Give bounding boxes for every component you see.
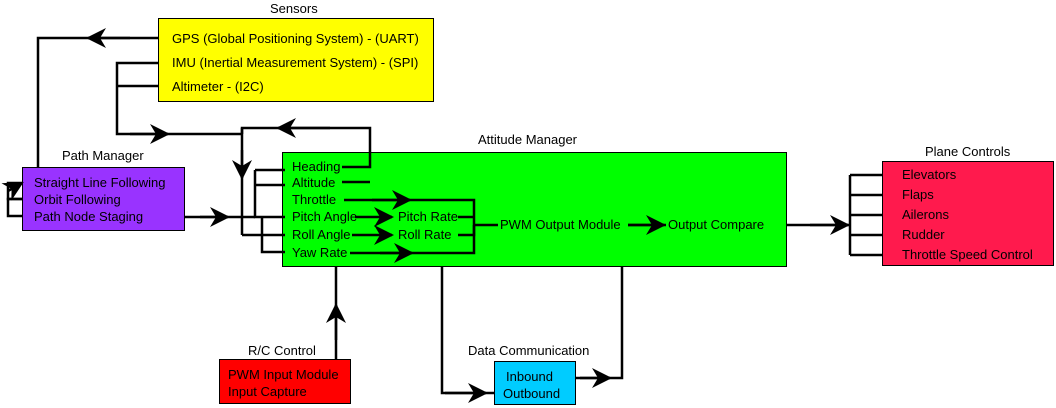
pitch-rate-label: Pitch Rate — [398, 209, 458, 224]
path-orbit: Orbit Following — [34, 192, 121, 207]
control-elevators: Elevators — [902, 167, 957, 182]
attitude-to-datacomm-line — [440, 267, 494, 395]
data-communication-title: Data Communication — [468, 343, 590, 358]
datacomm-to-attitude-line — [576, 267, 624, 380]
attitude-manager-block — [282, 152, 787, 267]
datacomm-outbound: Outbound — [503, 386, 561, 401]
rc-control-title: R/C Control — [248, 343, 316, 358]
path-loop-2 — [6, 197, 22, 218]
rc-input-capture: Input Capture — [228, 384, 307, 399]
sensor-imu: IMU (Inertial Measurement System) - (SPI… — [172, 55, 419, 70]
datacomm-inbound: Inbound — [506, 369, 553, 384]
path-manager-block — [22, 167, 185, 231]
path-straight-line: Straight Line Following — [34, 175, 166, 190]
path-manager-title: Path Manager — [62, 148, 144, 163]
sensors-title: Sensors — [270, 1, 318, 16]
plane-controls-block — [882, 161, 1054, 266]
control-flaps: Flaps — [902, 187, 934, 202]
control-throttle-speed: Throttle Speed Control — [902, 247, 1033, 262]
imu-line — [115, 61, 242, 136]
pwm-output-module: PWM Output Module — [500, 217, 621, 232]
rc-pwm-input-module: PWM Input Module — [228, 367, 339, 382]
bus-to-pitch — [242, 217, 264, 237]
attitude-manager-title: Attitude Manager — [478, 132, 578, 147]
rc-control-block — [219, 359, 351, 404]
input-altitude: Altitude — [292, 175, 336, 190]
control-rudder: Rudder — [902, 227, 945, 242]
bus-to-yaw — [260, 235, 285, 254]
attitude-input-bus — [253, 170, 285, 219]
control-ailerons: Ailerons — [902, 207, 949, 222]
data-communication-block — [494, 361, 576, 405]
sensor-gps: GPS (Global Positioning System) - (UART) — [172, 31, 419, 46]
output-compare: Output Compare — [668, 217, 765, 232]
input-yaw-rate: Yaw Rate — [292, 245, 348, 260]
sensor-altimeter: Altimeter - (I2C) — [172, 79, 264, 94]
input-roll-angle: Roll Angle — [292, 227, 351, 242]
sensors-block — [158, 18, 434, 102]
roll-rate-out — [458, 225, 476, 237]
input-heading: Heading — [292, 159, 341, 174]
plane-controls-title: Plane Controls — [925, 144, 1011, 159]
path-node-staging: Path Node Staging — [34, 209, 144, 224]
input-pitch-angle: Pitch Angle — [292, 209, 358, 224]
path-loop-arrow — [1, 181, 24, 201]
roll-rate-label: Roll Rate — [398, 227, 452, 242]
input-throttle: Throttle — [292, 192, 337, 207]
